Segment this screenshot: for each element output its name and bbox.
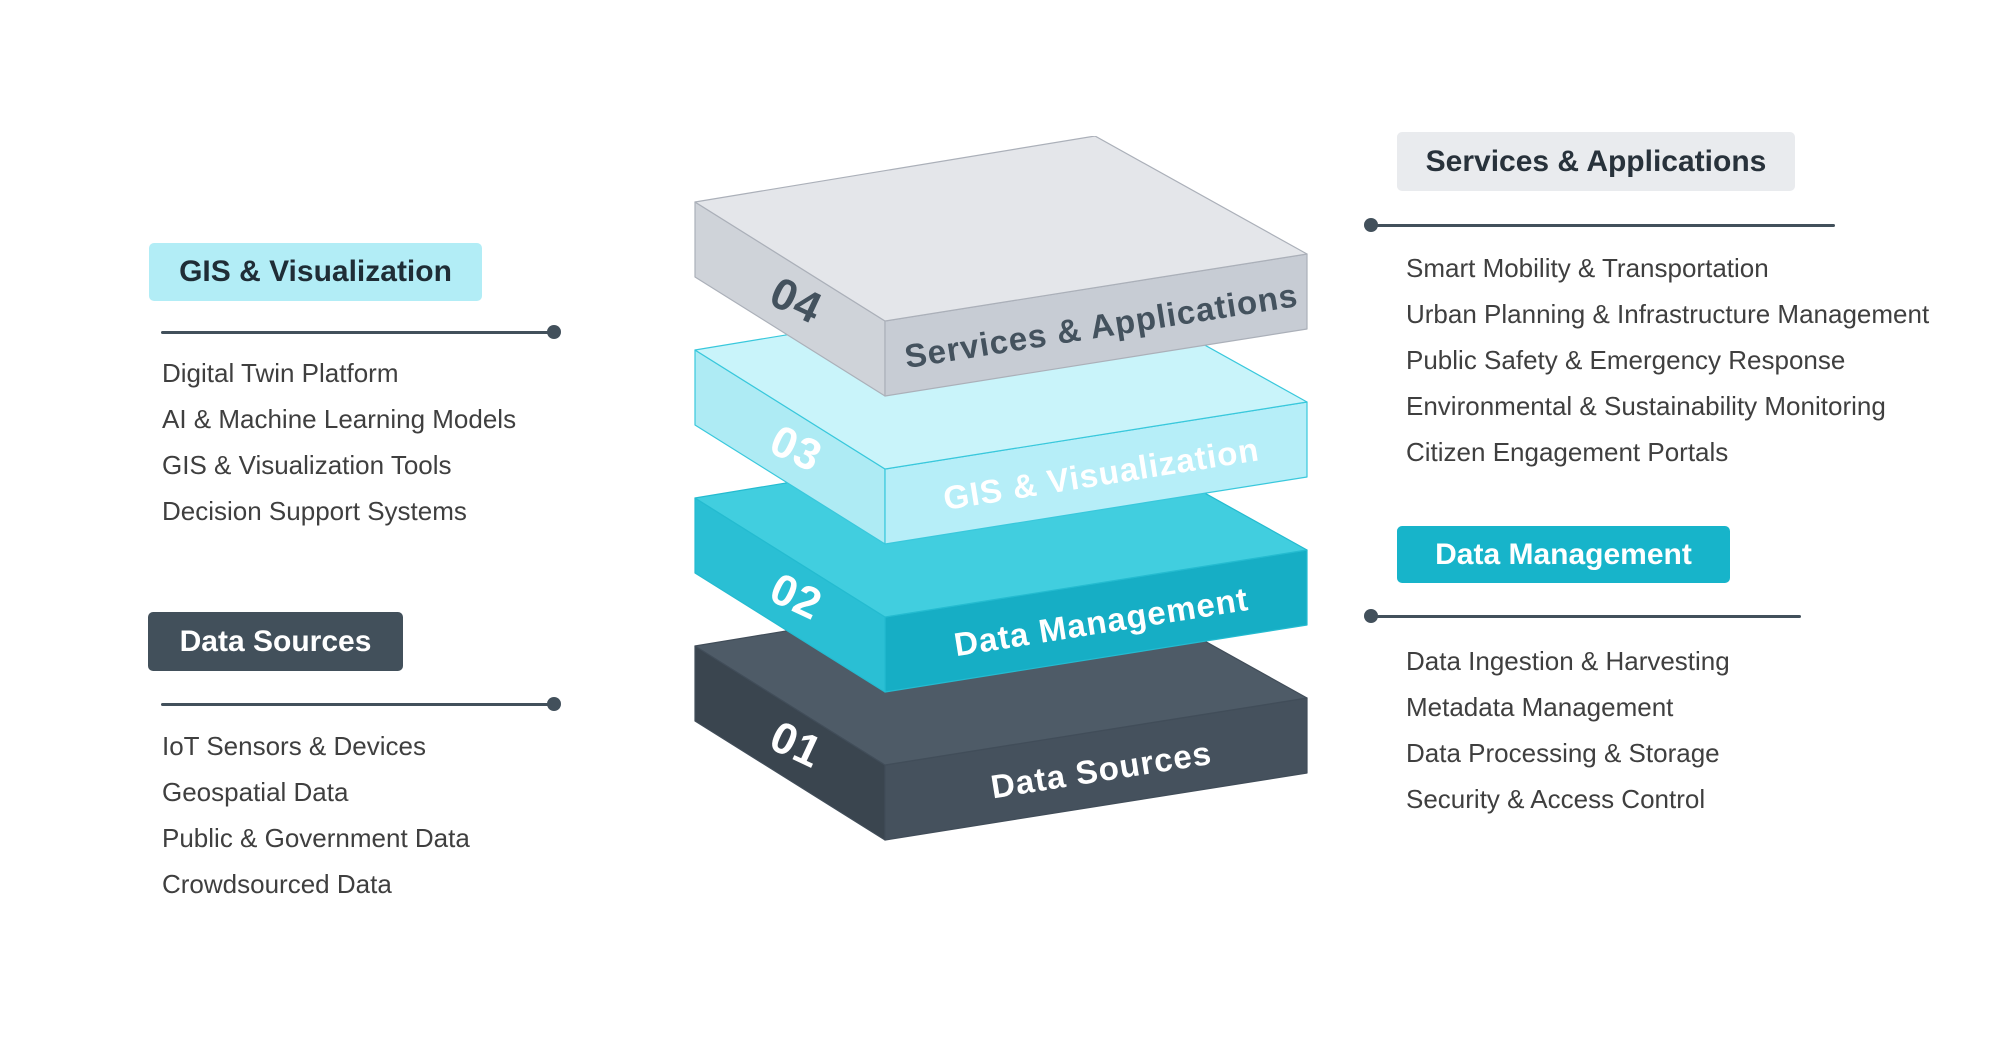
list-item: GIS & Visualization Tools (162, 450, 452, 480)
section-header-gis: GIS & Visualization (149, 243, 482, 301)
data-management-items-list: Data Ingestion & Harvesting Metadata Man… (1406, 638, 1730, 822)
divider-endpoint-dot (547, 325, 561, 339)
list-item: IoT Sensors & Devices (162, 731, 426, 761)
section-header-data-sources: Data Sources (148, 612, 403, 671)
list-item: Urban Planning & Infrastructure Manageme… (1406, 299, 1930, 329)
section-divider-data-management (1364, 609, 1801, 623)
list-item: Data Processing & Storage (1406, 738, 1720, 768)
divider-endpoint-dot (547, 697, 561, 711)
list-item: AI & Machine Learning Models (162, 404, 517, 434)
section-header-services: Services & Applications (1397, 132, 1795, 191)
data-sources-items-list: IoT Sensors & Devices Geospatial Data Pu… (162, 723, 470, 907)
section-header-data-management: Data Management (1397, 526, 1730, 583)
list-item: Geospatial Data (162, 777, 349, 807)
divider-endpoint-dot (1364, 218, 1378, 232)
list-item: Smart Mobility & Transportation (1406, 253, 1769, 283)
section-divider-data-sources (161, 697, 561, 711)
list-item: Data Ingestion & Harvesting (1406, 646, 1730, 676)
list-item: Security & Access Control (1406, 784, 1706, 814)
list-item: Digital Twin Platform (162, 358, 399, 388)
layer-top-face (694, 136, 1308, 322)
list-item: Decision Support Systems (162, 496, 467, 526)
services-items-list: Smart Mobility & Transportation Urban Pl… (1406, 245, 1929, 475)
gis-items-list: Digital Twin Platform AI & Machine Learn… (162, 350, 516, 534)
list-item: Crowdsourced Data (162, 869, 392, 899)
list-item: Public & Government Data (162, 823, 470, 853)
list-item: Citizen Engagement Portals (1406, 437, 1729, 467)
list-item: Public Safety & Emergency Response (1406, 345, 1846, 375)
layer-stack-diagram: 01 Data Sources 02 Data Management 03 GI… (694, 136, 1308, 841)
list-item: Metadata Management (1406, 692, 1674, 722)
list-item: Environmental & Sustainability Monitorin… (1406, 391, 1886, 421)
section-divider-services (1364, 218, 1835, 232)
divider-endpoint-dot (1364, 609, 1378, 623)
section-divider-gis (161, 325, 561, 339)
